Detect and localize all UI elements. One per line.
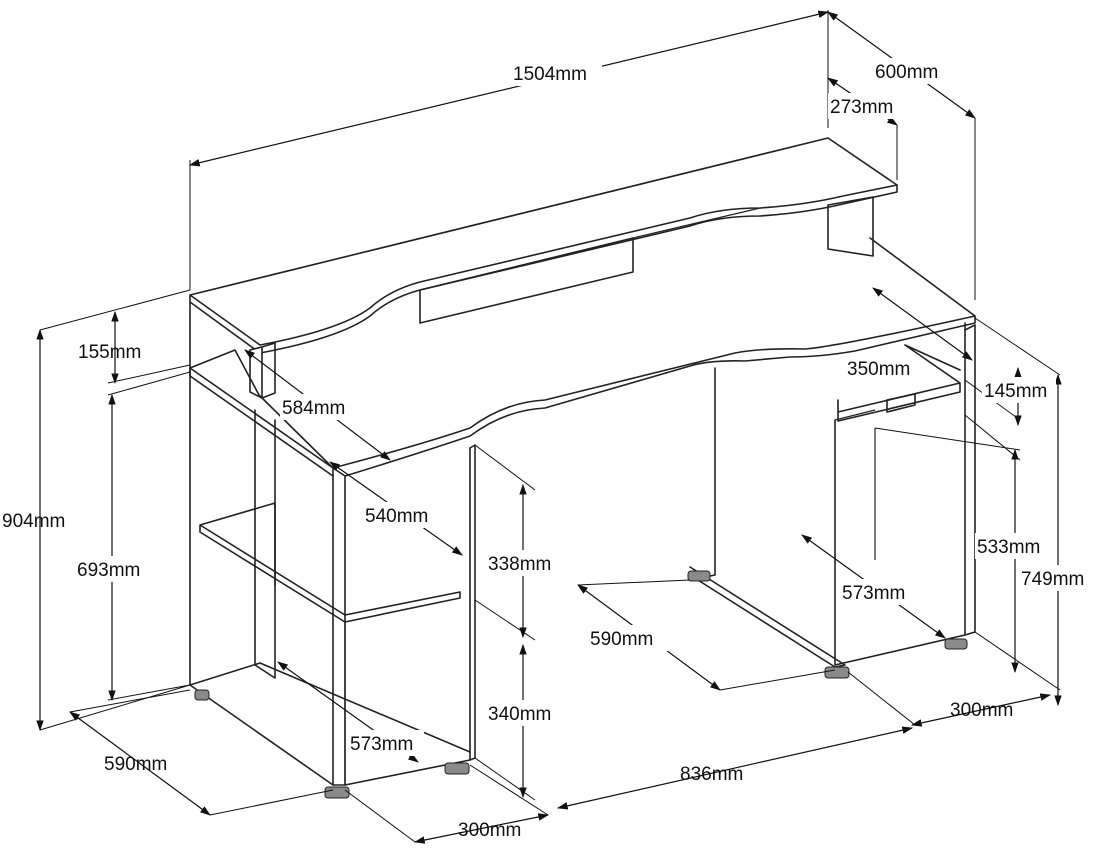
right-cabinet-inner-lines [834,409,876,560]
desk-drawing [189,137,976,799]
label-right-cabinet-width: 300mm [950,700,1013,721]
label-total-height: 904mm [2,511,65,532]
label-shelf-height: 155mm [78,342,141,363]
left-cabinet-outer-side [189,301,334,786]
foot-left-back [194,689,210,701]
left-cabinet-front-panel-face [469,444,476,761]
dimension-labels: 1504mm 600mm 273mm 155mm 904mm 693mm 584… [2,58,1098,841]
label-keyboard-tray-depth: 350mm [847,359,910,380]
label-right-under-height: 533mm [977,537,1040,558]
label-upper-compartment: 338mm [488,554,551,575]
label-right-base-inner: 573mm [842,583,905,604]
label-lower-compartment: 340mm [488,704,551,725]
right-cabinet-front-edge [964,324,976,636]
label-leg-gap: 836mm [680,764,743,785]
hutch-back-rail [419,237,634,324]
left-cabinet-back-panel [254,409,276,679]
label-cabinet-depth: 540mm [365,506,428,527]
hutch-shelf-front-edge [189,184,898,354]
hutch-right-support [827,196,874,257]
label-desk-height-left: 693mm [77,560,140,581]
left-cabinet-shelf [199,502,461,623]
foot-left-front-right [444,762,470,775]
label-shelf-depth: 273mm [830,97,893,118]
foot-right-back [687,570,711,582]
right-cabinet-base [689,566,846,668]
keyboard-tray [837,344,961,422]
desktop-right-back-edge [869,237,976,317]
foot-left-front [324,786,350,799]
label-left-base-depth: 590mm [104,754,167,775]
label-overall-depth: 600mm [875,62,938,83]
foot-right-front [824,666,850,679]
hutch-back-rail-edge [632,207,761,239]
label-left-base-inner: 573mm [350,734,413,755]
label-shelf-inner-depth: 584mm [282,398,345,419]
label-right-base-depth: 590mm [590,629,653,650]
foot-right-front-right [944,638,968,650]
right-cabinet-back [689,367,716,581]
label-right-total-height: 749mm [1021,569,1084,590]
label-left-cabinet-width: 300mm [458,820,521,841]
label-keyboard-tray-height: 145mm [984,381,1047,402]
hutch-shelf-top [189,137,898,346]
left-cabinet-inner-side [332,475,346,786]
label-overall-width: 1504mm [513,64,587,85]
keyboard-tray-handle [886,393,916,413]
left-cabinet-base [189,662,471,753]
